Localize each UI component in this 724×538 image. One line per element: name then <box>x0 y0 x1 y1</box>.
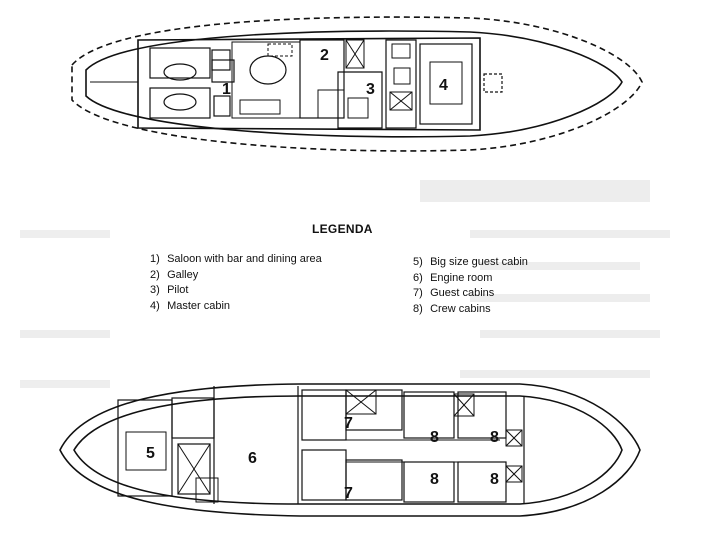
legend-key: 6) <box>413 271 423 284</box>
upper-deckhouse <box>137 37 481 131</box>
room-label-8-d: 8 <box>490 471 499 488</box>
legend-key: 5) <box>413 256 423 268</box>
lower-deck-labels: 5 6 7 7 8 8 8 8 <box>146 415 499 502</box>
legend-item: 5) Big size guest cabin <box>413 255 528 271</box>
room-label-2: 2 <box>320 47 329 64</box>
legend-label: Saloon with bar and dining area <box>167 253 322 265</box>
upper-deck-plan <box>71 16 643 152</box>
legend-title: LEGENDA <box>312 222 373 236</box>
legend-item: 7) Guest cabins <box>413 286 528 302</box>
room-label-7-upper: 7 <box>344 415 353 432</box>
legend-label: Galley <box>167 268 199 281</box>
legend-key: 8) <box>413 302 423 315</box>
legend-label: Big size guest cabin <box>430 256 528 268</box>
lower-hull-outline <box>59 383 641 517</box>
legend-label: Pilot <box>167 284 189 296</box>
legend-key: 2) <box>150 268 160 281</box>
upper-hull-outline <box>71 16 643 152</box>
room-label-3: 3 <box>366 81 375 98</box>
legend-item: 4) Master cabin <box>150 299 322 315</box>
legend-item: 6) Engine room <box>413 271 528 287</box>
legend-item: 1) Saloon with bar and dining area <box>150 252 322 268</box>
room-label-6: 6 <box>248 450 257 467</box>
background-bleed <box>20 180 670 388</box>
legend-key: 7) <box>413 287 423 299</box>
legend-label: Master cabin <box>167 299 231 312</box>
legend-right-column: 5) Big size guest cabin 6) Engine room 7… <box>413 255 528 317</box>
legend-item: 2) Galley <box>150 268 322 284</box>
legend-left-column: 1) Saloon with bar and dining area 2) Ga… <box>150 252 322 314</box>
legend-key: 3) <box>150 284 160 296</box>
room-label-8-a: 8 <box>430 429 439 446</box>
legend-label: Engine room <box>430 271 493 284</box>
legend-key: 1) <box>150 253 160 265</box>
room-label-1: 1 <box>222 81 231 98</box>
upper-deck-labels: 1 2 3 4 <box>222 47 448 98</box>
room-label-7-lower: 7 <box>344 485 353 502</box>
legend-key: 4) <box>150 299 160 312</box>
legend-item: 3) Pilot <box>150 283 322 299</box>
upper-hull-inner <box>85 30 623 138</box>
room-label-8-c: 8 <box>430 471 439 488</box>
legend-label: Guest cabins <box>430 287 495 299</box>
room-label-8-b: 8 <box>490 429 499 446</box>
legend-item: 8) Crew cabins <box>413 302 528 318</box>
legend-label: Crew cabins <box>430 302 491 315</box>
lower-deck-plan <box>59 383 641 517</box>
room-label-4: 4 <box>439 77 448 94</box>
lower-hull-inner <box>73 395 623 505</box>
room-label-5: 5 <box>146 445 155 462</box>
